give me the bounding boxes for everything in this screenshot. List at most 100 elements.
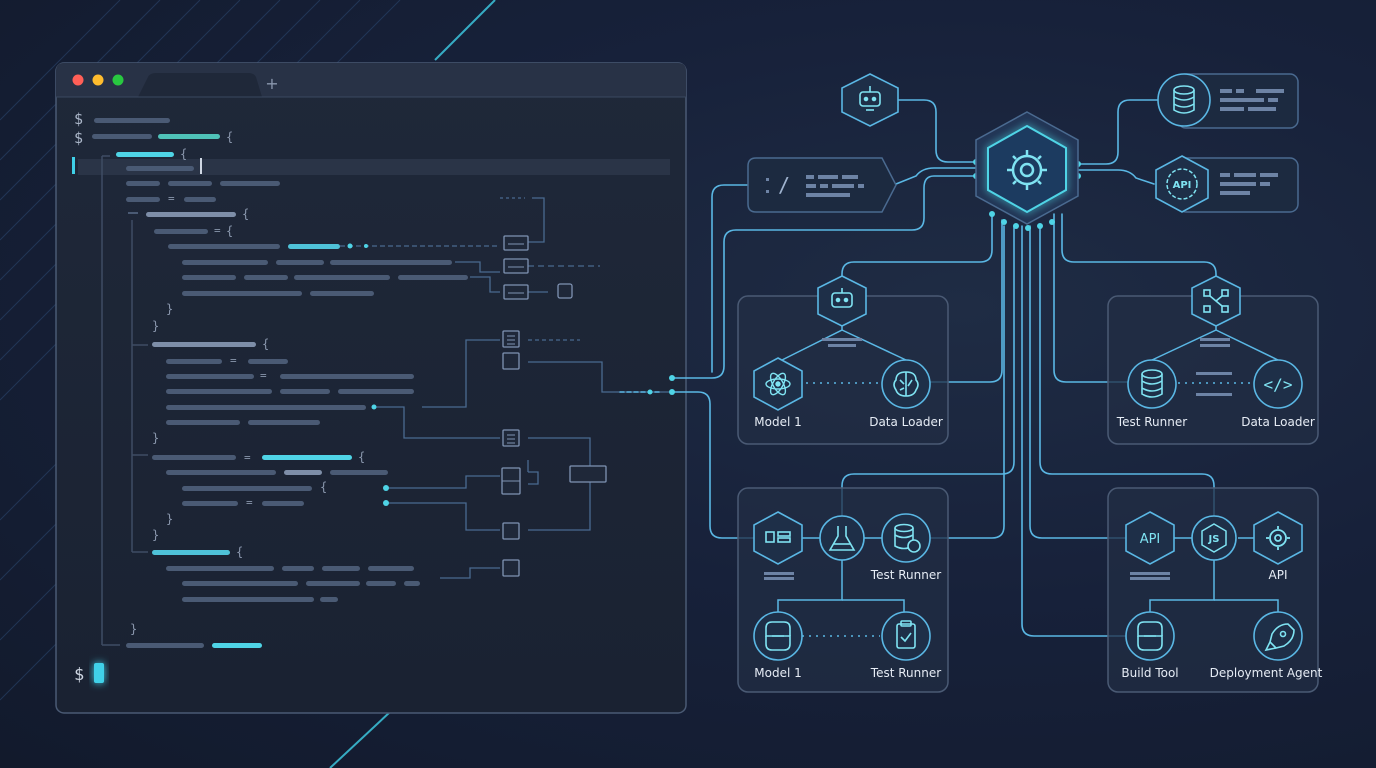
python-icon — [765, 621, 791, 651]
code-equals: = — [244, 451, 251, 464]
g1-model-node[interactable] — [753, 357, 803, 411]
robot-icon — [831, 288, 853, 308]
square-icon — [502, 559, 520, 577]
g2-testrunner-node[interactable] — [1127, 359, 1177, 409]
top-bot-node[interactable] — [841, 73, 899, 127]
group-1: Model 1 Data Loader — [737, 275, 949, 445]
text-cursor — [200, 158, 202, 174]
g2-testrunner-label: Test Runner — [1116, 415, 1187, 429]
g3-testrunner-label: Test Runner — [870, 568, 941, 582]
g3-testrunner2-node[interactable] — [881, 611, 931, 661]
annotation-dots — [347, 243, 389, 506]
bracket-box-icon — [557, 283, 573, 299]
group-4: API JS API — [1107, 487, 1323, 693]
g4-deploy-label: Deployment Agent — [1210, 666, 1323, 680]
python-icon — [1137, 621, 1163, 651]
database-card[interactable] — [1157, 73, 1299, 129]
accent-beam-bottom — [329, 711, 391, 768]
g2-top-node[interactable] — [1191, 275, 1241, 327]
box-icon — [569, 465, 607, 483]
hub-node[interactable] — [975, 111, 1079, 225]
file-icon — [503, 284, 529, 300]
g1-model-label: Model 1 — [754, 415, 801, 429]
api-gear-icon — [1166, 168, 1198, 200]
code-brace: } — [152, 431, 159, 445]
g3-flask-node[interactable] — [819, 515, 865, 561]
terminal-cursor — [94, 663, 104, 683]
code-equals: = — [214, 224, 221, 237]
document-icon — [502, 330, 520, 348]
code-equals: = — [168, 192, 175, 205]
g1-dataloader-node[interactable] — [881, 359, 931, 409]
brain-icon — [893, 371, 919, 397]
nodejs-icon: JS — [1208, 534, 1220, 545]
code-brace: } — [166, 512, 173, 526]
g3-component-node[interactable] — [753, 511, 803, 565]
rocket-icon — [1264, 623, 1295, 652]
code-brace: { — [236, 545, 243, 559]
new-tab-button[interactable]: + — [265, 74, 278, 93]
atom-icon — [765, 372, 791, 396]
annotation-icon-lines — [502, 243, 524, 482]
code-brace: { — [242, 207, 249, 221]
g2-dataloader-label: Data Loader — [1241, 415, 1315, 429]
g3-python-node[interactable] — [753, 611, 803, 661]
g4-js-node[interactable]: JS — [1191, 515, 1237, 561]
g4-api-label: API — [1269, 568, 1288, 582]
code-brace: { — [226, 224, 233, 238]
path-glyph: / — [778, 173, 790, 197]
api-glyph: API — [1173, 180, 1192, 191]
database-icon — [1173, 85, 1195, 114]
g3-testrunner-node[interactable] — [881, 513, 931, 563]
code-brace: { — [320, 480, 327, 494]
api-card[interactable]: API — [1155, 155, 1299, 213]
component-icon — [765, 531, 791, 543]
database-icon — [1141, 369, 1163, 398]
flask-icon — [828, 526, 856, 551]
g3-testrunner2-label: Test Runner — [870, 666, 941, 680]
terminal-annotation-icons — [501, 235, 607, 577]
database-coin-icon — [894, 523, 921, 553]
group-2: </> Test Runner Data Loader — [1107, 275, 1319, 445]
code-brace: { — [358, 450, 365, 464]
path-box-node[interactable]: / — [747, 157, 897, 213]
prompt-2: $ — [74, 129, 83, 147]
g4-buildtool-node[interactable] — [1125, 611, 1175, 661]
document-icon — [502, 429, 520, 447]
maximize-button[interactable] — [112, 74, 124, 86]
prompt-active: $ — [74, 665, 84, 685]
clipboard-check-icon — [896, 620, 916, 649]
gear-icon — [1266, 526, 1290, 550]
code-brace: } — [166, 302, 173, 316]
g4-api-node[interactable]: API — [1125, 511, 1175, 565]
g1-top-node[interactable] — [817, 275, 867, 327]
network-icon — [1203, 289, 1229, 313]
g3-model-label: Model 1 — [754, 666, 801, 680]
prompt-1: $ — [74, 110, 83, 128]
terminal-active-tab[interactable] — [138, 73, 262, 97]
code-icon: </> — [1264, 375, 1293, 394]
api-icon: API — [1140, 532, 1161, 547]
code-brace: } — [152, 319, 159, 333]
file-icon — [503, 258, 529, 274]
group-3: Test Runner Model 1 Test Runner — [737, 487, 949, 693]
code-equals: = — [246, 496, 253, 509]
caret-left — [72, 157, 75, 174]
diagram-connectors — [619, 99, 1217, 637]
code-brace: { — [180, 147, 187, 161]
g2-dataloader-node[interactable]: </> — [1253, 359, 1303, 409]
accent-beam-top — [434, 0, 496, 61]
minimize-button[interactable] — [92, 74, 104, 86]
g4-buildtool-label: Build Tool — [1121, 666, 1178, 680]
g4-deploy-node[interactable] — [1253, 611, 1303, 661]
g4-gear-node[interactable] — [1253, 511, 1303, 565]
file-icon — [503, 235, 529, 251]
grid-icon — [502, 352, 520, 370]
gear-icon — [1007, 150, 1047, 190]
code-brace: } — [152, 528, 159, 542]
code-brace: { — [262, 337, 269, 351]
highlighted-line — [78, 159, 670, 175]
code-equals: = — [260, 369, 267, 382]
close-button[interactable] — [72, 74, 84, 86]
